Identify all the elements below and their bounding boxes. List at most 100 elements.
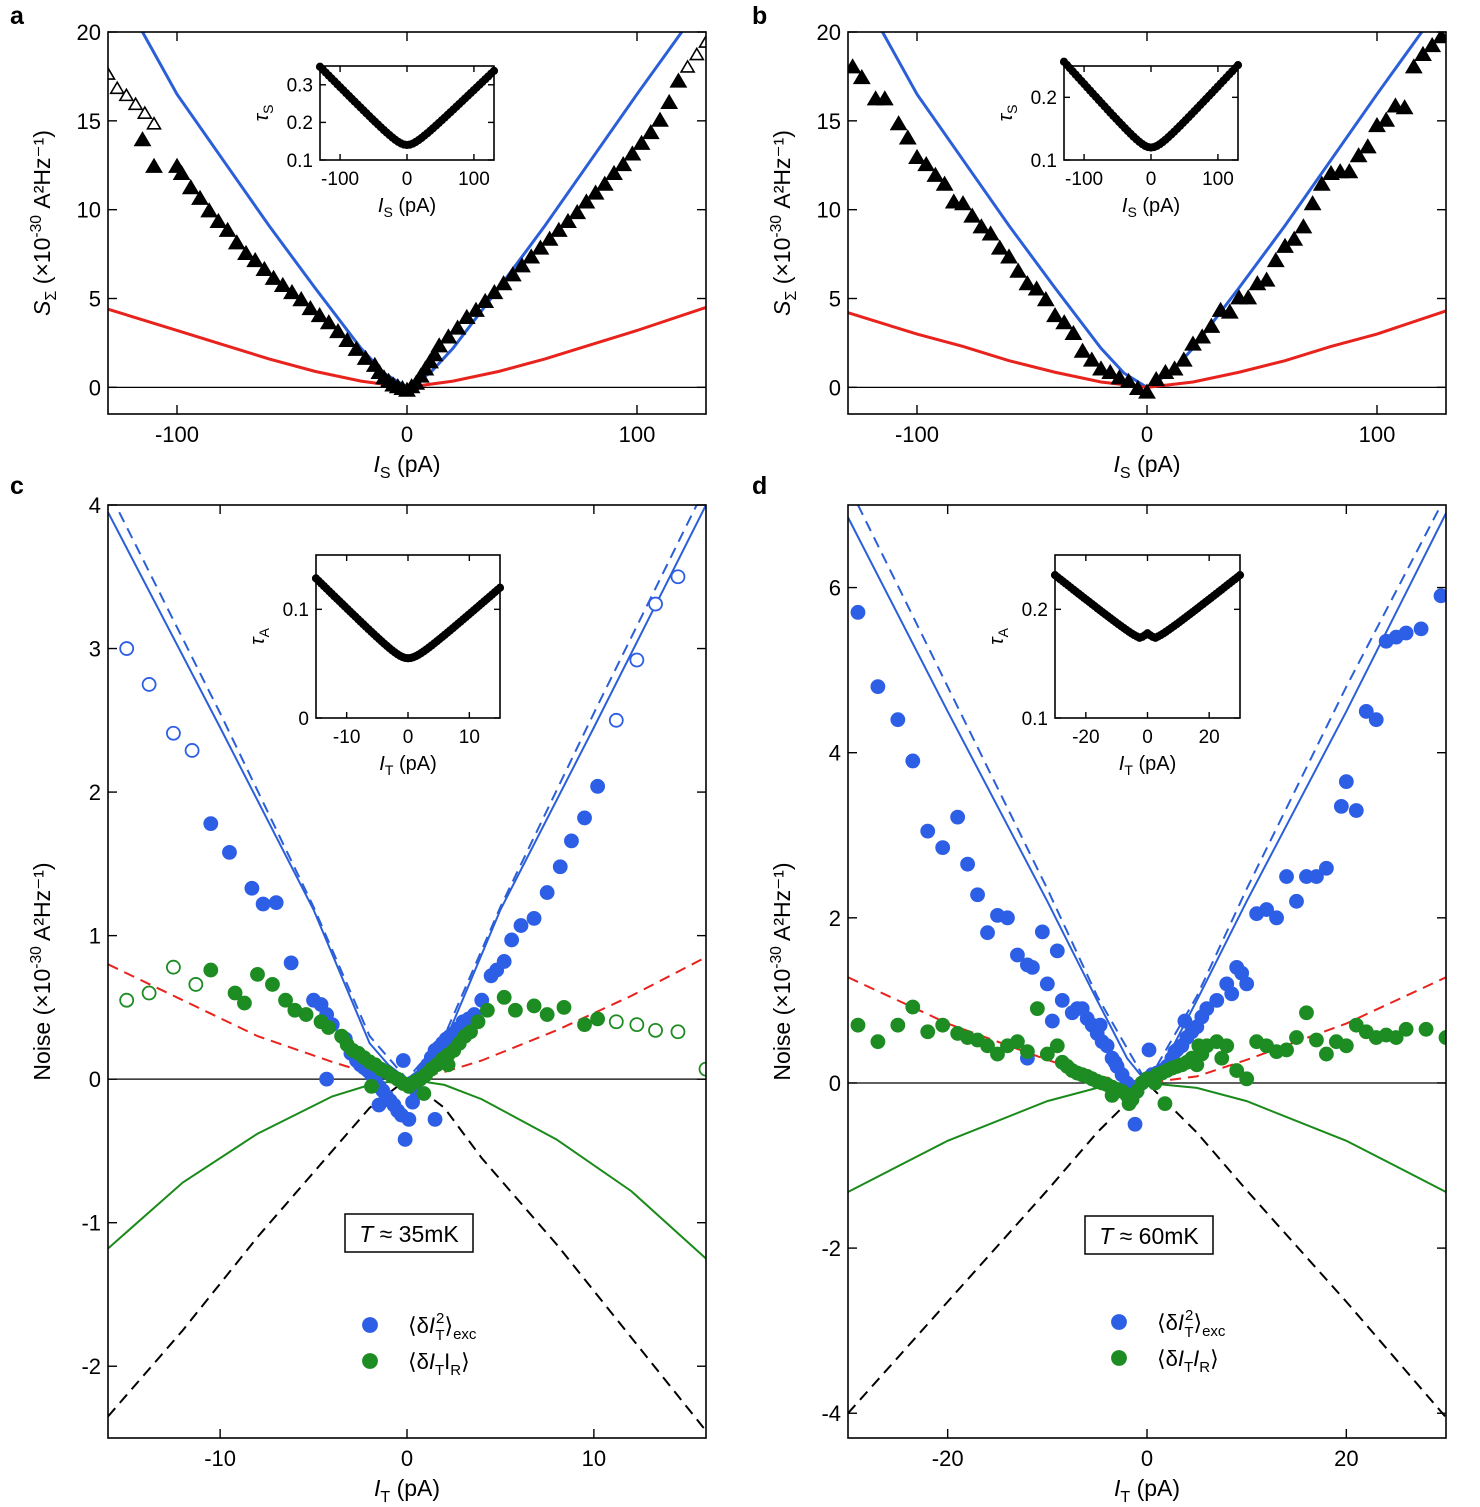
circle-marker — [935, 840, 951, 856]
triangle-marker — [1414, 45, 1432, 61]
circle-marker — [504, 932, 520, 948]
temperature-label: T ≈ 60mK — [1099, 1223, 1199, 1249]
open-circle-marker — [608, 712, 624, 728]
circle-marker — [298, 1007, 314, 1022]
triangle-marker — [1193, 328, 1212, 344]
circle-marker — [1049, 943, 1065, 959]
circle-marker — [1111, 1314, 1127, 1330]
open-circle-marker — [166, 725, 181, 741]
open-triangle-marker — [109, 80, 126, 95]
circle-marker — [513, 918, 529, 933]
x-tick-label: 0 — [401, 422, 413, 447]
circle-marker — [890, 1017, 906, 1033]
circle-marker — [1029, 1001, 1045, 1017]
triangle-marker — [218, 221, 237, 237]
circle-marker — [1269, 910, 1284, 926]
circle-marker — [1010, 947, 1025, 963]
x-tick-label: -10 — [333, 727, 360, 748]
circle-marker — [1141, 1042, 1157, 1058]
y-tick-label: -1 — [81, 1211, 101, 1236]
markers — [848, 32, 1446, 399]
circle-marker — [1000, 910, 1015, 926]
triangle-marker — [246, 251, 265, 268]
series-line — [108, 305, 706, 389]
triangle-marker — [1027, 280, 1046, 296]
circle-marker — [1219, 1038, 1235, 1054]
x-axis-label: IT (pA) — [379, 753, 436, 778]
circle-marker — [496, 954, 512, 969]
circle-marker — [319, 1071, 335, 1087]
markers — [850, 588, 1446, 1132]
y-tick-label: 0 — [89, 375, 101, 400]
circle-marker — [427, 1111, 443, 1127]
y-tick-label: 2 — [89, 780, 101, 805]
y-tick-label: 6 — [829, 575, 841, 600]
open-triangle-marker — [698, 34, 706, 48]
x-axis-label: IT (pA) — [1119, 753, 1176, 778]
circle-marker — [1358, 704, 1374, 719]
open-circle-marker — [648, 1022, 663, 1038]
y-axis-label: SΣ (×10-30 A²Hz⁻¹) — [28, 130, 60, 316]
circle-marker — [870, 679, 886, 695]
triangle-marker — [605, 164, 623, 181]
triangle-marker — [494, 275, 513, 291]
y-tick-label: 5 — [89, 286, 101, 311]
circle-marker — [1279, 1042, 1294, 1058]
circle-marker — [1024, 959, 1040, 975]
y-tick-label: -2 — [81, 1354, 101, 1379]
triangle-marker — [1358, 138, 1377, 154]
triangle-marker — [1349, 147, 1368, 163]
x-tick-label: -100 — [895, 422, 939, 447]
triangle-marker — [577, 193, 596, 209]
circle-marker — [1338, 1038, 1354, 1054]
circle-marker — [1104, 1087, 1120, 1103]
triangle-marker — [1046, 307, 1064, 323]
circle-marker — [1099, 1038, 1115, 1054]
triangle-marker — [1239, 289, 1258, 305]
triangle-marker — [898, 129, 917, 145]
circle-marker — [935, 1017, 951, 1033]
triangle-marker — [531, 239, 550, 255]
triangle-marker — [448, 319, 467, 335]
y-tick-label: 0 — [89, 1067, 101, 1092]
circle-marker — [905, 999, 921, 1015]
x-axis-label: IT (pA) — [1114, 1475, 1180, 1502]
circle-marker — [1309, 1032, 1324, 1048]
circle-marker — [1299, 1005, 1314, 1021]
y-tick-label: 0.2 — [1031, 88, 1057, 109]
open-circle-marker — [119, 992, 135, 1008]
circle-marker — [960, 856, 975, 872]
triangle-marker — [347, 340, 366, 356]
x-tick-label: -100 — [321, 169, 359, 190]
x-axis-label: IS (pA) — [1114, 451, 1181, 482]
triangle-marker — [255, 260, 274, 276]
open-circle-marker — [670, 1024, 686, 1040]
circle-marker — [1044, 1013, 1060, 1029]
series-line — [848, 1081, 1446, 1419]
open-circle-marker — [141, 985, 157, 1001]
panel-label: a — [10, 2, 25, 30]
triangle-marker — [1266, 251, 1285, 268]
circle-marker — [479, 1002, 495, 1018]
triangle-marker — [1138, 383, 1156, 399]
y-tick-label: 5 — [829, 286, 841, 311]
triangle-marker — [848, 58, 862, 74]
series-line — [848, 309, 1446, 389]
circle-marker — [590, 778, 606, 794]
y-tick-label: 0 — [829, 1071, 841, 1096]
open-triangle-marker — [688, 46, 705, 61]
circle-marker — [1020, 1044, 1035, 1059]
circle-marker — [1368, 712, 1384, 728]
circle-marker — [1239, 1071, 1255, 1087]
y-tick-label: 4 — [829, 741, 841, 766]
circle-marker — [395, 1053, 411, 1068]
temperature-label: T ≈ 35mK — [359, 1221, 459, 1247]
circle-marker — [1348, 1017, 1364, 1033]
open-triangle-marker — [679, 59, 696, 73]
y-axis-label: SΣ (×10-30 A²Hz⁻¹) — [768, 130, 800, 316]
